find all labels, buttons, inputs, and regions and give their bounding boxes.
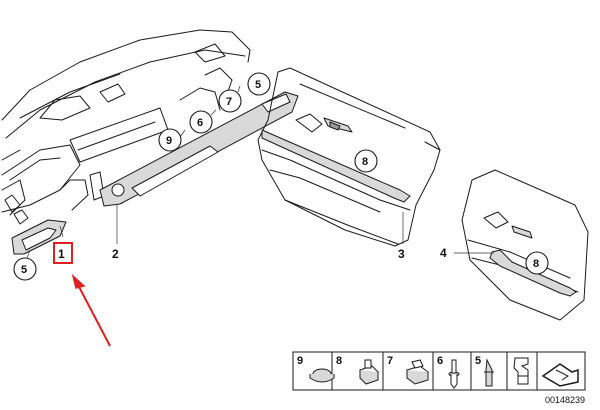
callout-circle-7 [218, 89, 242, 113]
part-label-4: 4 [440, 246, 447, 260]
legend-number-9: 9 [297, 355, 303, 367]
spring-clip-icon [513, 357, 529, 385]
callout-circle-8-door [354, 149, 378, 173]
callout-circle-9 [158, 128, 182, 152]
callout-5-left: 5 [21, 264, 27, 276]
legend-number-7: 7 [387, 355, 393, 367]
vent-knob-icon [111, 183, 125, 197]
front-door-drawing [257, 67, 441, 247]
push-pin-icon [484, 358, 494, 387]
part-label-2: 2 [112, 247, 119, 261]
clip-cap-icon [309, 368, 335, 383]
part-1-trim [11, 219, 67, 255]
callout-5-top: 5 [255, 79, 261, 91]
pointer-arrow-head [71, 273, 86, 289]
rear-door-drawing [461, 169, 589, 321]
callout-circle-6 [189, 110, 213, 134]
legend-number-5: 5 [475, 355, 481, 367]
legend-number-6: 6 [437, 355, 443, 367]
callout-circle-5-top [247, 72, 271, 96]
trim-strip-icon [541, 363, 579, 387]
callout-9: 9 [166, 135, 172, 147]
legend-number-8: 8 [336, 355, 342, 367]
highlight-group [53, 242, 111, 347]
part-1-highlight-box [53, 242, 73, 264]
pointer-arrow-shaft [76, 282, 111, 347]
callout-6: 6 [197, 117, 203, 129]
fastener-legend: 9 8 7 6 5 [292, 351, 586, 391]
part-label-1: 1 [58, 247, 65, 261]
callout-circle-8-rear [525, 251, 549, 275]
callouts: 9 6 7 5 8 5 8 [13, 72, 549, 281]
callout-circle-5-left [13, 257, 37, 281]
plastic-rivet-icon [448, 359, 460, 389]
part-label-3: 3 [398, 247, 405, 261]
part-labels: 1 2 3 4 [58, 205, 494, 261]
callout-7: 7 [226, 96, 232, 108]
callout-8-door: 8 [362, 156, 368, 168]
part-2-dash-trim [99, 91, 299, 207]
callout-8-rear: 8 [533, 258, 539, 270]
expanding-nut-icon [359, 359, 379, 385]
diagram-id: 00148239 [545, 395, 585, 405]
clip-nut-icon [406, 359, 429, 385]
